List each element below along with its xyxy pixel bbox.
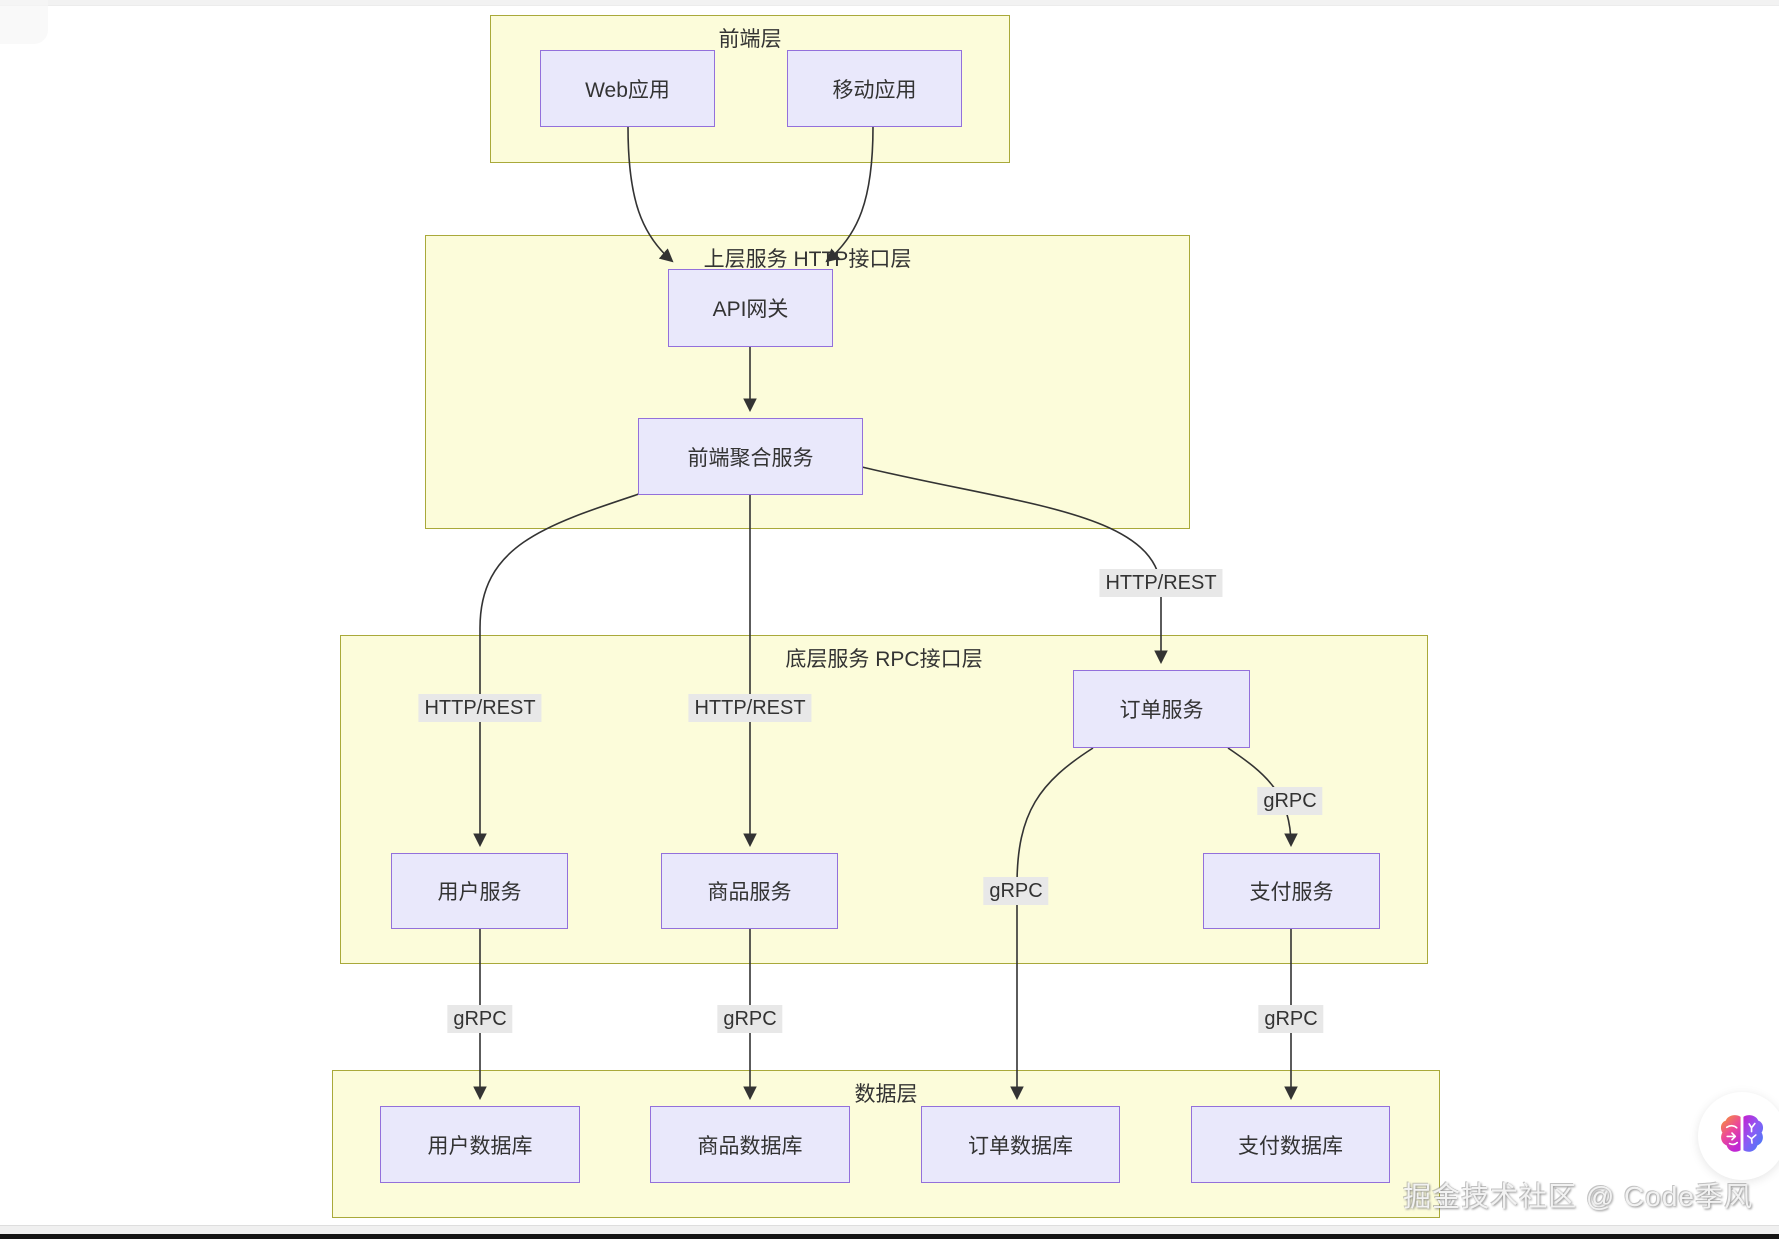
node-order-db: 订单数据库 bbox=[921, 1106, 1120, 1183]
node-user-service-label: 用户服务 bbox=[437, 881, 522, 904]
brain-logo-button[interactable] bbox=[1698, 1092, 1779, 1180]
watermark-text: 掘金技术社区 @ Code季风 bbox=[1403, 1181, 1753, 1212]
node-user-db: 用户数据库 bbox=[380, 1106, 580, 1183]
node-order-db-label: 订单数据库 bbox=[968, 1134, 1073, 1158]
node-api-gateway: API网关 bbox=[668, 269, 833, 347]
node-product-service: 商品服务 bbox=[661, 853, 838, 929]
edge-label-grpc-user-db: gRPC bbox=[447, 1005, 513, 1033]
layer-data-title: 数据层 bbox=[854, 1083, 918, 1106]
node-order-service: 订单服务 bbox=[1073, 670, 1250, 748]
edge-label-grpc-payment: gRPC bbox=[1257, 787, 1323, 815]
node-payment-db: 支付数据库 bbox=[1191, 1106, 1390, 1183]
node-order-service-label: 订单服务 bbox=[1119, 699, 1204, 722]
node-payment-service: 支付服务 bbox=[1203, 853, 1380, 929]
node-mobile-app: 移动应用 bbox=[787, 50, 962, 127]
node-frontend-aggregator: 前端聚合服务 bbox=[638, 418, 863, 495]
brain-logo-icon bbox=[1719, 1113, 1765, 1160]
edge-label-http-rest-order: HTTP/REST bbox=[1099, 569, 1223, 597]
node-product-service-label: 商品服务 bbox=[707, 881, 792, 904]
top-left-corner-artifact bbox=[0, 0, 48, 44]
node-payment-service-label: 支付服务 bbox=[1249, 881, 1334, 904]
edge-label-grpc-payment-db: gRPC bbox=[1258, 1005, 1324, 1033]
layer-upper-http-title: 上层服务 HTTP接口层 bbox=[703, 248, 912, 271]
layer-lower-rpc-title: 底层服务 RPC接口层 bbox=[785, 648, 983, 671]
bottom-strip bbox=[0, 1225, 1779, 1235]
edge-label-http-rest-product: HTTP/REST bbox=[688, 694, 812, 722]
node-mobile-app-label: 移动应用 bbox=[832, 78, 917, 102]
layer-frontend-title: 前端层 bbox=[718, 28, 782, 51]
node-product-db: 商品数据库 bbox=[650, 1106, 850, 1183]
edge-label-grpc-order-db: gRPC bbox=[983, 877, 1049, 905]
node-product-db-label: 商品数据库 bbox=[697, 1134, 803, 1158]
node-user-service: 用户服务 bbox=[391, 853, 568, 929]
node-frontend-aggregator-label: 前端聚合服务 bbox=[687, 446, 814, 470]
bottom-bar bbox=[0, 1234, 1779, 1239]
node-web-app: Web应用 bbox=[540, 50, 715, 127]
edge-label-http-rest-user: HTTP/REST bbox=[418, 694, 542, 722]
node-web-app-label: Web应用 bbox=[585, 78, 670, 102]
node-payment-db-label: 支付数据库 bbox=[1238, 1134, 1343, 1158]
edge-label-grpc-product-db: gRPC bbox=[717, 1005, 783, 1033]
node-user-db-label: 用户数据库 bbox=[427, 1134, 533, 1158]
top-strip bbox=[0, 0, 1779, 6]
node-api-gateway-label: API网关 bbox=[712, 298, 789, 321]
